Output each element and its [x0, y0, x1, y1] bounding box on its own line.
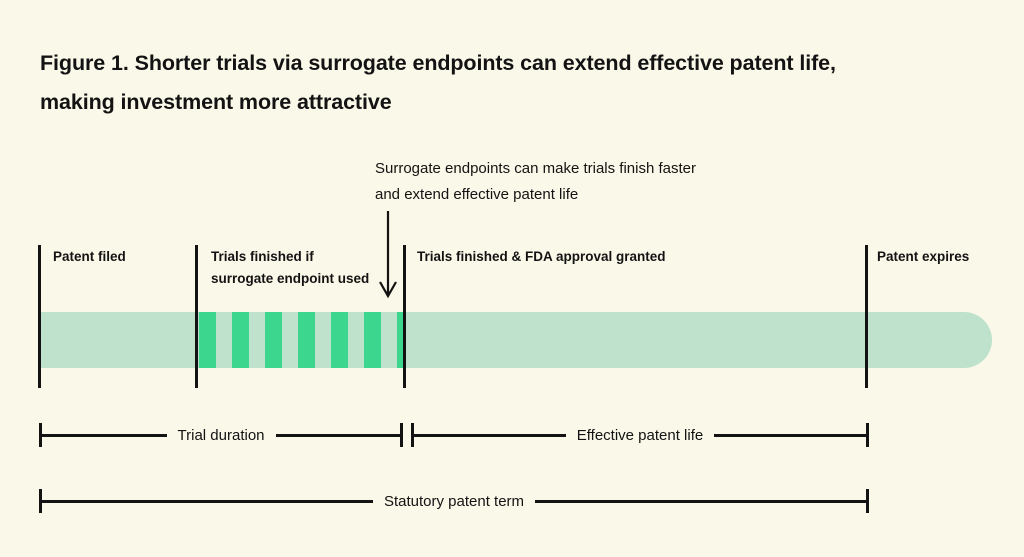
surrogate-annotation-line2: and extend effective patent life	[375, 186, 579, 203]
bracket-cap-right	[866, 489, 870, 513]
figure-title-line1: Figure 1. Shorter trials via surrogate e…	[40, 51, 836, 75]
measure-trial-duration: Trial duration	[39, 423, 404, 447]
bracket-line	[414, 433, 566, 437]
bracket-cap-right	[400, 423, 404, 447]
bracket-line	[42, 499, 373, 503]
tick-trials-finished-surrogate	[195, 245, 198, 388]
patent-term-bar	[39, 312, 992, 368]
bracket-line	[535, 499, 867, 503]
figure-title: Figure 1. Shorter trials via surrogate e…	[40, 44, 836, 122]
label-patent-filed: Patent filed	[53, 249, 126, 264]
bracket-line	[714, 433, 866, 437]
surrogate-savings-striped-segment	[199, 312, 405, 368]
label-trials-finished-fda: Trials finished & FDA approval granted	[417, 249, 666, 264]
label-trials-finished-surrogate: Trials finished if surrogate endpoint us…	[211, 246, 369, 290]
bracket-cap-left	[39, 489, 42, 513]
tick-patent-filed	[38, 245, 41, 388]
bracket-line	[42, 433, 167, 437]
measure-effective-patent-life: Effective patent life	[411, 423, 869, 447]
measure-statutory-patent-term-label: Statutory patent term	[383, 492, 525, 510]
bracket-cap-left	[411, 423, 414, 447]
label-trials-finished-surrogate-line2: surrogate endpoint used	[211, 271, 370, 286]
measure-effective-patent-life-label: Effective patent life	[576, 426, 704, 444]
label-patent-expires: Patent expires	[877, 249, 970, 264]
surrogate-annotation: Surrogate endpoints can make trials fini…	[375, 156, 696, 208]
down-arrow-icon	[379, 211, 397, 299]
tick-patent-expires	[865, 245, 868, 388]
measure-trial-duration-label: Trial duration	[177, 426, 265, 444]
label-trials-finished-surrogate-line1: Trials finished if	[211, 249, 314, 264]
bracket-cap-right	[866, 423, 869, 447]
tick-trials-finished-fda	[403, 245, 406, 388]
measure-statutory-patent-term: Statutory patent term	[39, 489, 870, 513]
bracket-line	[275, 433, 401, 437]
bracket-cap-left	[39, 423, 42, 447]
figure-title-line2: making investment more attractive	[40, 90, 392, 114]
surrogate-annotation-line1: Surrogate endpoints can make trials fini…	[375, 160, 696, 177]
